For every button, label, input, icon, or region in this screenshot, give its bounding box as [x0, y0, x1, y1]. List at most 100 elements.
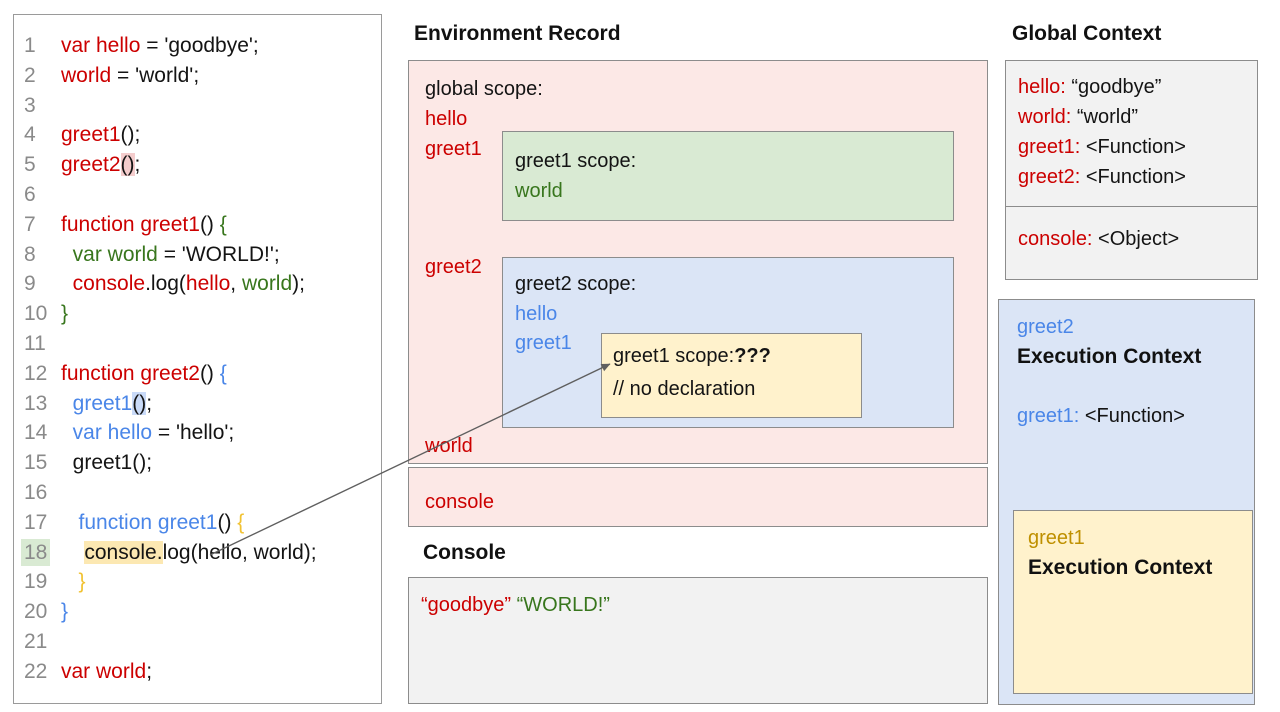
greet1-inner-scope-line: greet1 scope:???: [613, 345, 771, 368]
entry-value: “world”: [1071, 106, 1139, 128]
code-segment: function greet2: [61, 361, 200, 385]
line-number: 4: [14, 120, 61, 150]
greet2-scope-var-hello: hello: [515, 303, 558, 325]
greet1-ec-label: Execution Context: [1028, 556, 1213, 579]
line-number-text: 6: [24, 182, 36, 206]
code-segment: greet1();: [61, 451, 153, 475]
code-segment: = 'WORLD!';: [157, 242, 280, 266]
line-number-text: 1: [24, 34, 36, 57]
code-line: 15 greet1();: [14, 448, 381, 478]
code-segment: }: [61, 600, 69, 624]
entry-value: <Function>: [1080, 136, 1186, 158]
line-number-text: 11: [24, 331, 46, 355]
code-segment: [61, 392, 73, 415]
console-output-line: “goodbye” “WORLD!”: [421, 594, 610, 617]
line-number: 17: [14, 508, 61, 538]
code-line: 14 var hello = 'hello';: [14, 418, 381, 448]
greet1-scope-box: greet1 scope: world: [502, 131, 954, 221]
code-segment: [61, 421, 73, 444]
code-line: 19 }: [14, 567, 381, 597]
global-scope-var-greet1: greet1: [425, 138, 482, 160]
code-text: greet1();: [61, 448, 152, 478]
line-number-text: 13: [24, 391, 48, 415]
entry-key: world:: [1018, 106, 1072, 128]
greet1-inner-scope-comment: // no declaration: [613, 378, 756, 400]
code-line: 8 var world = 'WORLD!';: [14, 240, 381, 270]
code-segment: (): [132, 391, 147, 415]
console-scope-box: console: [408, 467, 988, 527]
code-segment: [61, 243, 73, 266]
code-segment: hello: [185, 272, 231, 296]
code-segment: (): [217, 510, 238, 534]
code-segment: var hello: [61, 34, 141, 57]
global-scope-var-greet2: greet2: [425, 256, 482, 278]
code-segment: function greet1: [61, 212, 200, 236]
entry-key: hello:: [1018, 76, 1066, 98]
global-context-box: hello: “goodbye” world: “world” greet1: …: [1005, 60, 1258, 207]
global-context-entry: world: “world”: [1018, 106, 1138, 129]
entry-value: <Function>: [1080, 166, 1186, 188]
code-text: console.log(hello, world);: [61, 538, 317, 568]
greet2-scope-box: greet2 scope: hello greet1 greet1 scope:…: [502, 257, 954, 428]
line-number: 2: [14, 61, 61, 91]
greet1-inner-scope-box: greet1 scope:??? // no declaration: [601, 333, 862, 418]
line-number: 19: [14, 567, 61, 597]
code-text: function greet1() {: [61, 210, 227, 240]
line-number: 9: [14, 269, 61, 299]
line-number-text: 9: [24, 272, 36, 296]
code-segment: }: [78, 570, 86, 594]
entry-key: console:: [1018, 227, 1093, 250]
global-context-console-box: console: <Object>: [1005, 205, 1258, 280]
line-number: 3: [14, 91, 61, 121]
code-text: var hello = 'hello';: [61, 418, 235, 448]
entry-value: <Function>: [1079, 405, 1185, 427]
line-number: 11: [14, 329, 61, 359]
line-number: 13: [14, 389, 61, 419]
greet1-inner-scope-label: greet1 scope:: [613, 345, 735, 367]
line-number: 14: [14, 418, 61, 448]
code-segment: ;: [134, 153, 141, 177]
greet2-execution-context-box: greet2 Execution Context greet1: <Functi…: [998, 299, 1255, 705]
line-number-text: 22: [24, 659, 48, 683]
code-segment: }: [61, 302, 69, 326]
code-segment: ,: [230, 272, 242, 296]
code-line: 1 var hello = 'goodbye';: [14, 31, 381, 61]
code-segment: function greet1: [78, 510, 218, 534]
code-segment: log(hello, world);: [162, 540, 317, 564]
code-line: 7 function greet1() {: [14, 210, 381, 240]
entry-value: “goodbye”: [1065, 76, 1162, 98]
code-text: var world = 'WORLD!';: [61, 240, 280, 270]
code-line: 9 console.log(hello, world);: [14, 269, 381, 299]
console-output-world: “WORLD!”: [516, 594, 610, 616]
line-number-text: 20: [24, 600, 48, 624]
code-segment: .log(: [145, 272, 186, 296]
greet1-ec-name: greet1: [1028, 527, 1085, 549]
code-text: }: [61, 299, 68, 329]
line-number: 20: [14, 597, 61, 627]
code-line: 18 console.log(hello, world);: [14, 538, 381, 568]
entry-key: greet1:: [1017, 405, 1080, 427]
code-segment: = 'goodbye';: [140, 34, 259, 57]
code-segment: greet2: [61, 153, 121, 177]
global-scope-box: global scope: hello greet1 greet2 world …: [408, 60, 988, 464]
line-number: 5: [14, 150, 61, 180]
line-number: 1: [14, 31, 61, 61]
code-segment: world: [61, 63, 112, 87]
code-segment: = 'hello';: [152, 421, 235, 445]
code-text: greet2();: [61, 150, 140, 180]
line-number-text: 21: [24, 629, 48, 653]
console-output-goodbye: “goodbye”: [421, 594, 512, 616]
greet1-inner-scope-question: ???: [734, 345, 771, 367]
global-context-console-entry: console: <Object>: [1018, 228, 1179, 251]
line-number-text: 4: [24, 123, 36, 147]
line-number-text: 7: [24, 212, 36, 236]
code-segment: {: [219, 212, 227, 236]
global-context-entry: greet1: <Function>: [1018, 136, 1186, 159]
code-segment: world: [241, 272, 293, 296]
entry-key: greet2:: [1018, 166, 1081, 188]
console-output-box: “goodbye” “WORLD!”: [408, 577, 988, 704]
